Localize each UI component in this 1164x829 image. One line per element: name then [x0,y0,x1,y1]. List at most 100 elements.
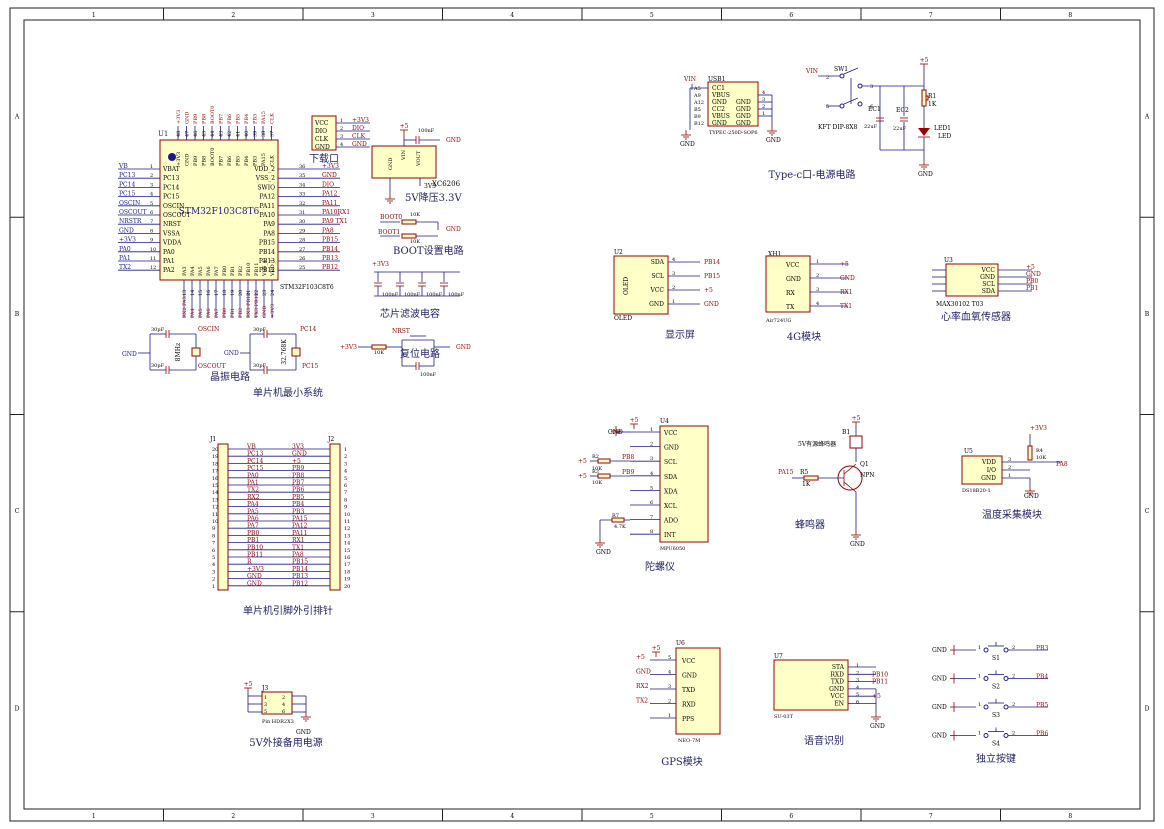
ldo-pin-vin: VIN [401,149,407,161]
xtal-pc14: PC14 [300,326,316,333]
j2-num: 2 [344,454,347,460]
mcu-left-pin: PC13 [163,175,179,182]
keys-caption: 独立按键 [976,752,1016,765]
j1-num: 9 [212,526,215,532]
mcu-bottom-net: PB0 [222,308,228,318]
j2-net: PA8 [292,552,304,559]
oled-num: 2 [672,285,675,291]
voice-ref: U7 [774,653,783,660]
gyro-pin: GND [664,445,679,452]
sw-vin: VIN [805,68,818,75]
power-label: +5 [244,681,253,688]
j2-net: PB7 [292,480,304,487]
oled-net: PB14 [704,259,720,266]
gps-num: 2 [668,699,671,705]
mcu-top-net: BOOT0 [210,106,216,124]
led-ref: LED1 [934,125,951,132]
mcu-top-num: 41 [236,131,242,137]
power-symbol: +5 [244,681,253,693]
capacitor [165,366,170,374]
j2-net: PB3 [292,508,304,515]
boot-caption: BOOT设置电路 [393,244,464,257]
gyro-pin: SCL [664,459,677,466]
temp-ref: U5 [964,448,973,455]
j1-num: 2 [212,577,215,583]
oled-num: 4 [672,257,675,263]
j1-net: PC15 [247,465,263,472]
resistor [371,344,387,350]
j1-net: GND [247,580,262,587]
filter-cap-value: 100nF [426,292,443,298]
voice-num: 1 [856,663,859,669]
wire [843,463,857,475]
temp-caption: 温度采集模块 [982,508,1042,521]
mcu-bottom-num: 14 [190,290,196,296]
boot-gnd: GND [446,226,461,233]
voice-pin: VCC [829,693,844,700]
xtal-c2: 30pF [151,363,165,369]
mcu-top-num: 44 [210,131,216,137]
download-pin: DIO [315,128,327,135]
voice-num: 2 [856,670,859,676]
j3-num: 5 [264,709,267,715]
outer-border [9,7,1155,822]
oled-net: PB15 [704,273,720,280]
j1-net: PB1 [247,537,259,544]
ec1-value: 22uF [864,124,878,130]
mcu-right-num: 33 [299,192,305,198]
j3-ref: J3 [261,685,268,692]
mcu-top-num: 45 [202,131,208,137]
gyro-num: 6 [650,500,653,506]
gps-num: 4 [668,670,671,676]
reset-vin: +3V3 [340,344,357,351]
gps-pin: RXD [682,702,696,709]
j1-num: 15 [212,483,218,489]
usb-pin: GND [712,99,727,106]
j3-body [261,691,293,715]
mcu-left-num: 4 [150,192,153,198]
spo2-net: PB1 [1026,285,1038,292]
capacitor [440,282,448,287]
voice-pin: GND [829,686,844,693]
mcu-right-pin: PA11 [260,203,275,210]
mcu-left-pin: OSCIN [163,203,184,210]
temp-num: 1 [1008,473,1011,479]
boot1-r: 10K [410,239,420,245]
spo2-net: GND [1026,271,1041,278]
usb-num: B5 [694,107,701,113]
mcu-right-net: PB13 [322,255,338,262]
q1-ref: Q1 [860,461,869,468]
gps-caption: GPS模块 [661,756,703,768]
spo2-part: MAX30102 T03 [936,301,984,308]
voice-pin: TXD [831,679,844,686]
usb-rnum: 2 [762,104,765,110]
mcu-right-num: 26 [299,256,305,262]
j1-num: 16 [212,476,218,482]
lte-net: TX1 [840,303,852,310]
j1-net: TX2 [247,487,259,494]
r2-value: 10K [592,466,602,472]
j2-net: PB12 [292,580,308,587]
typec-vin: VIN [683,76,696,83]
resistor [597,458,611,464]
j2-net: PB14 [292,566,308,573]
mcu-bottom-num: 17 [214,290,220,296]
j2-num: 16 [344,555,350,561]
ldo-gnd: GND [446,137,461,144]
j2-net: GND [292,451,307,458]
mcu-left-net: PC15 [119,191,135,198]
mcu-bottom-net: PB1 [230,308,236,318]
download-net: GND [352,141,367,148]
oled-net: +5 [704,287,713,294]
j2-net: PA12 [292,523,308,530]
r5-value: 1K [802,481,811,488]
xtal-gnd2: GND [224,350,239,357]
j1-net: VB [246,444,256,451]
j1-body [217,443,229,591]
reset-gnd: GND [456,344,471,351]
mcu-right-pin: PA8 [263,230,275,237]
